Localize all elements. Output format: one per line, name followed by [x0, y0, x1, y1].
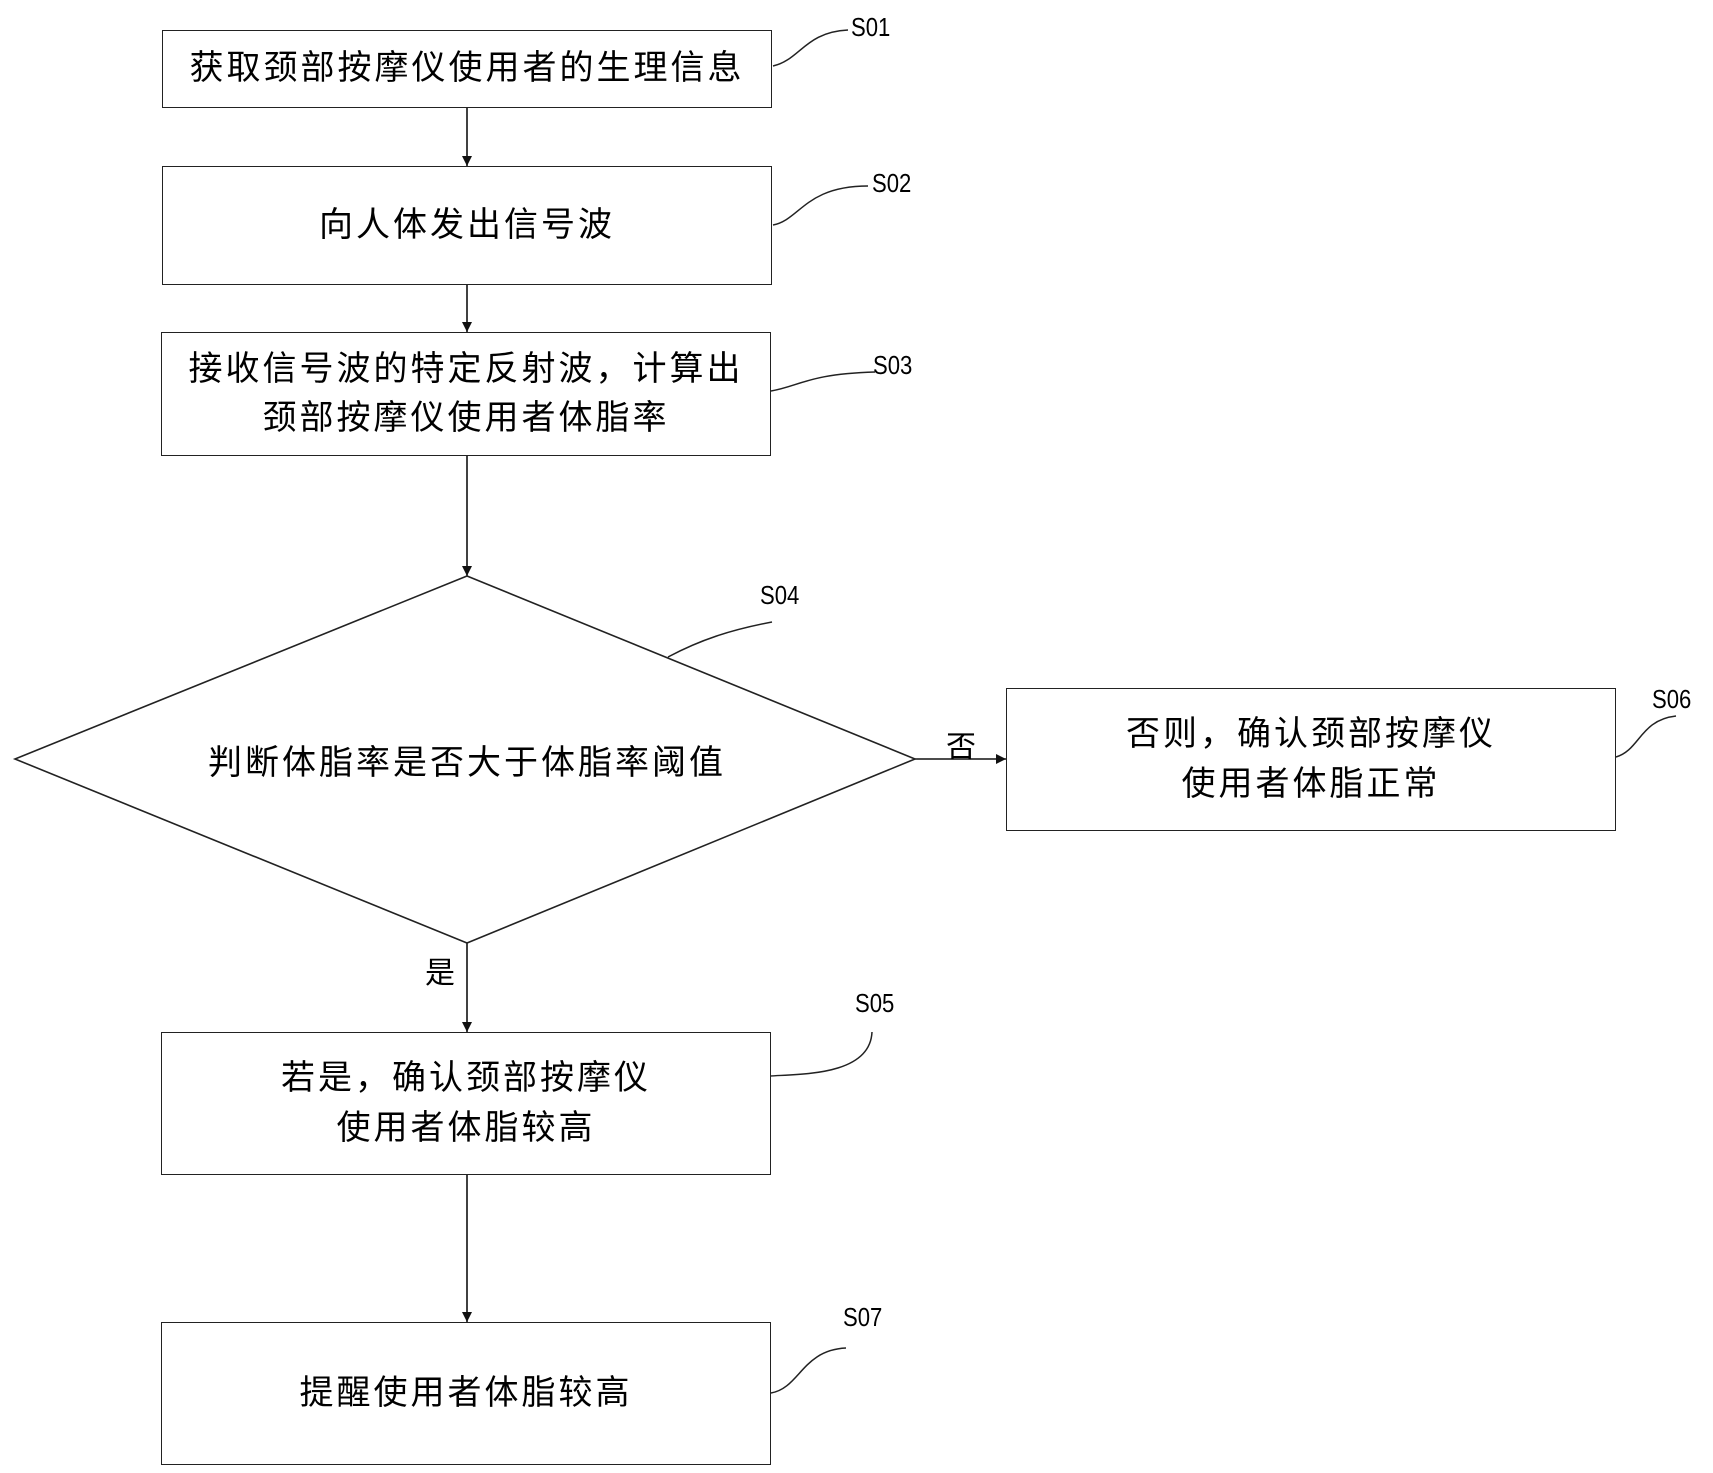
step-id-s06: S06 [1652, 684, 1692, 714]
leader-line-s04 [667, 621, 773, 658]
leader-line-s02 [772, 185, 869, 226]
decision-diamond-s04 [12, 575, 918, 944]
step-box-s01: 获取颈部按摩仪使用者的生理信息 [162, 30, 772, 108]
step-box-s03: 接收信号波的特定反射波，计算出 颈部按摩仪使用者体脂率 [161, 332, 771, 456]
step-id-s07: S07 [843, 1302, 883, 1332]
step-box-s05: 若是，确认颈部按摩仪 使用者体脂较高 [161, 1032, 771, 1175]
leader-line-s01 [772, 29, 849, 67]
step-box-s02: 向人体发出信号波 [162, 166, 772, 285]
step-id-s01: S01 [851, 12, 891, 42]
step-id-s05: S05 [855, 988, 895, 1018]
step-id-s02: S02 [872, 168, 912, 198]
leader-line-s05 [769, 1031, 873, 1077]
branch-label-yes: 是 [425, 956, 455, 991]
step-box-s07: 提醒使用者体脂较高 [161, 1322, 771, 1465]
decision-text-s04: 判断体脂率是否大于体脂率阈值 [208, 743, 726, 783]
step-id-s03: S03 [873, 350, 913, 380]
leader-line-s03 [770, 371, 876, 392]
step-id-s04: S04 [760, 580, 800, 610]
leader-line-s07 [770, 1347, 847, 1394]
leader-line-s06 [1615, 715, 1677, 758]
branch-label-no: 否 [946, 730, 976, 765]
step-box-s06: 否则，确认颈部按摩仪 使用者体脂正常 [1006, 688, 1616, 831]
